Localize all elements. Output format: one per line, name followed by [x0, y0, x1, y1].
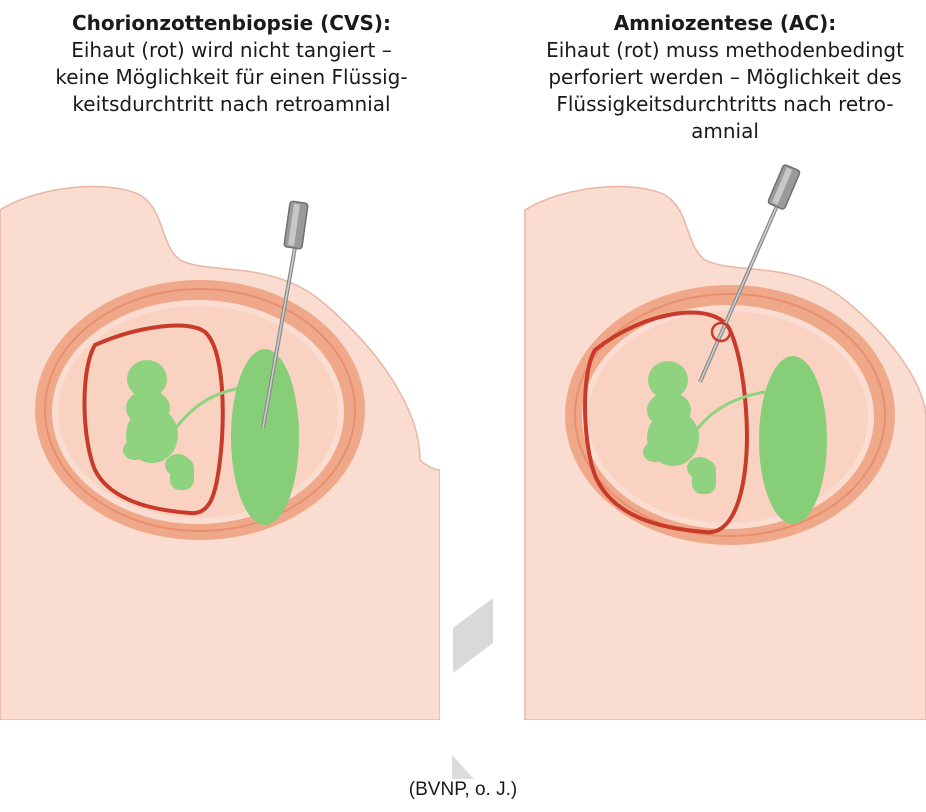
ac-line-1: Eihaut (rot) muss methodenbedingt: [490, 37, 926, 64]
ac-line-3: Flüssigkeitsdurchtritts nach retro-: [490, 91, 926, 118]
ac-title: Amniozentese (AC):: [490, 10, 926, 37]
cvs-illustration: [0, 160, 440, 720]
ac-line-2: perforiert werden – Möglichkeit des: [490, 64, 926, 91]
uterus-cavity-tint: [588, 311, 868, 523]
placenta-icon: [759, 356, 827, 524]
cvs-line-1: Eihaut (rot) wird nicht tangiert –: [0, 37, 463, 64]
cvs-line-3: keitsdurchtritt nach retroamnial: [0, 91, 463, 118]
ac-illustration: [505, 160, 926, 720]
ac-description: Amniozentese (AC): Eihaut (rot) muss met…: [490, 10, 926, 145]
center-shape-upper: [448, 598, 498, 678]
ac-line-4: amnial: [490, 118, 926, 145]
cvs-title: Chorionzottenbiopsie (CVS):: [0, 10, 463, 37]
cvs-description: Chorionzottenbiopsie (CVS): Eihaut (rot)…: [0, 10, 463, 118]
source-caption: (BVNP, o. J.): [0, 779, 926, 801]
placenta-icon: [231, 349, 299, 525]
cvs-line-2: keine Möglichkeit für einen Flüssig-: [0, 64, 463, 91]
